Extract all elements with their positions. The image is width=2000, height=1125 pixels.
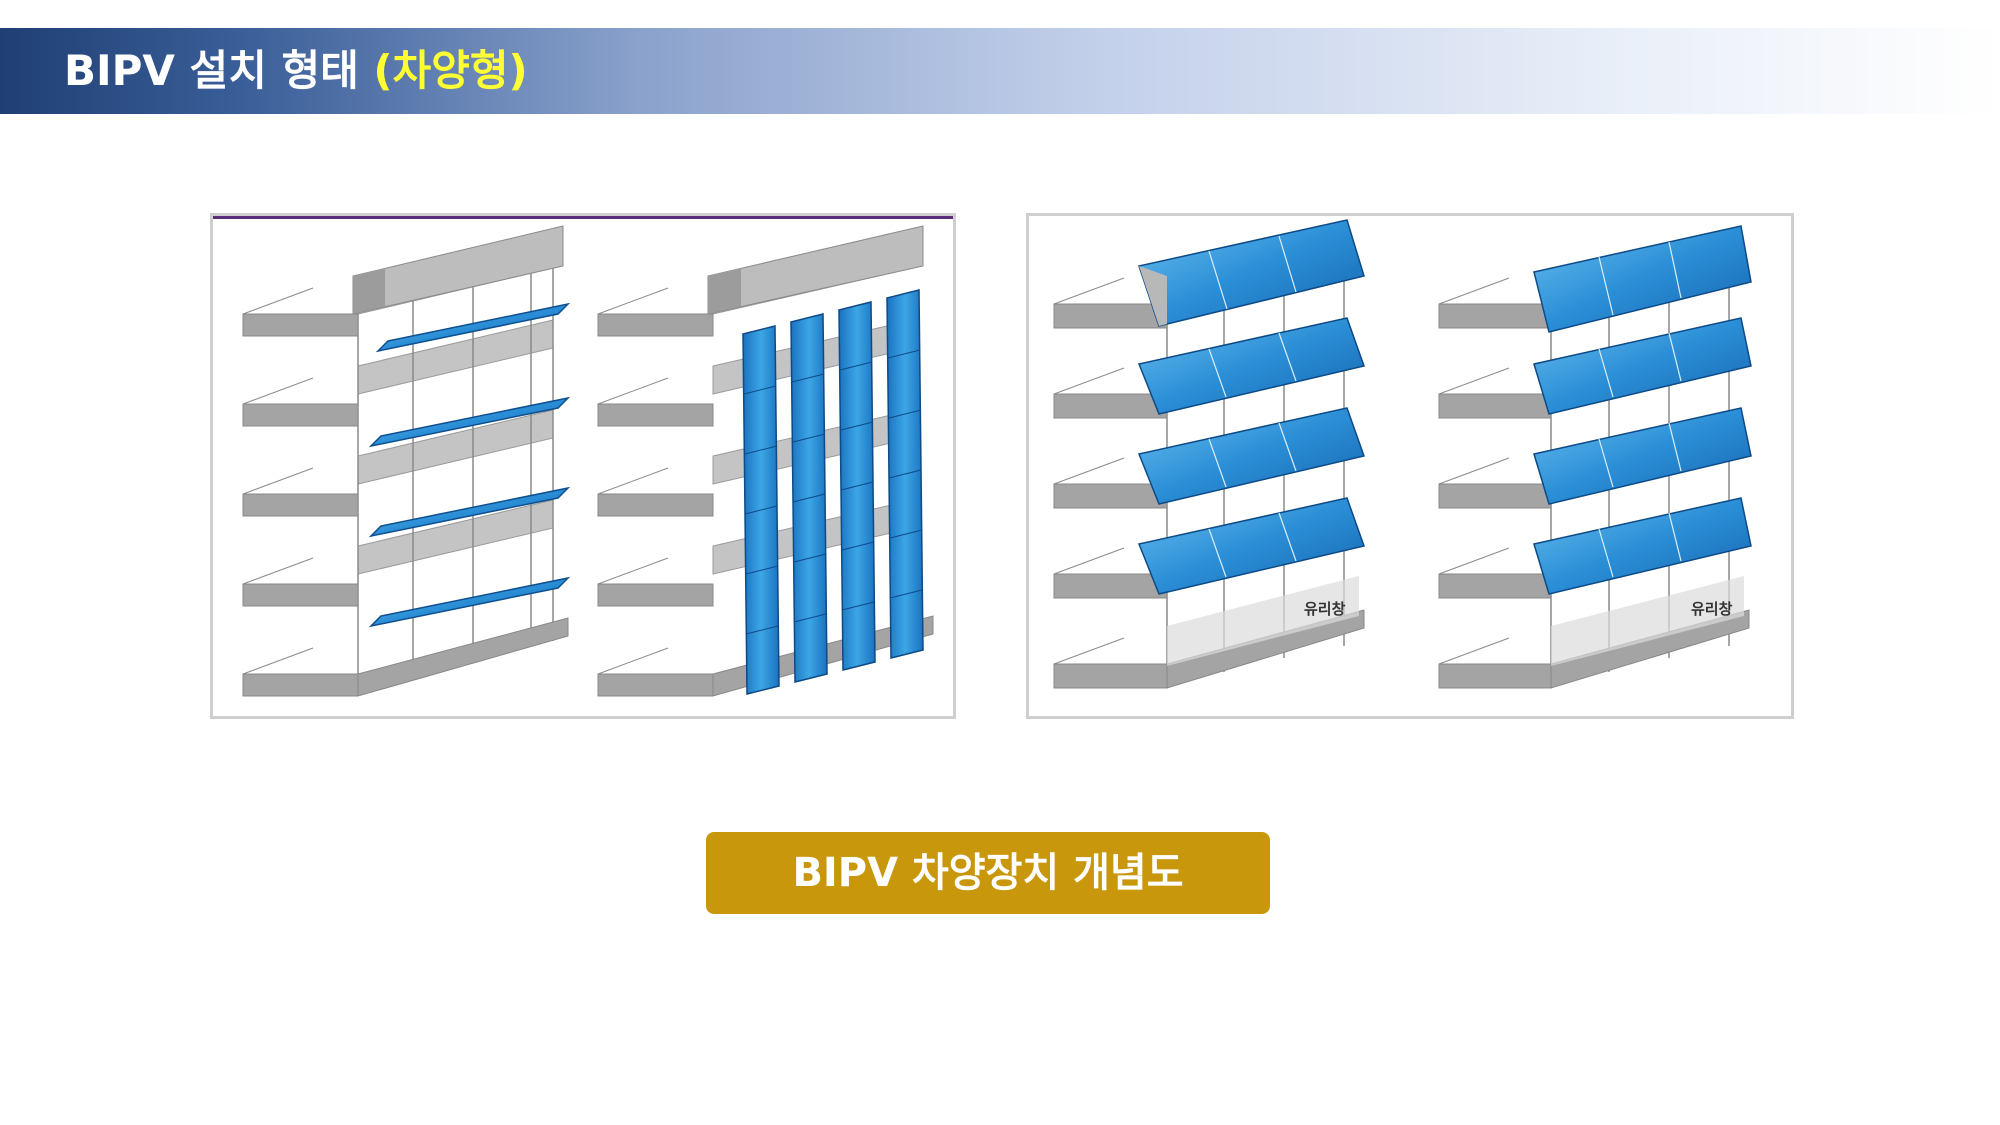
building-horizontal-shelves: [242, 225, 571, 697]
figure-left-panel: [210, 213, 956, 719]
building-louver-left: 유리창: [1053, 219, 1365, 689]
window-label-1: 유리창: [1304, 600, 1346, 618]
title-accent: (차양형): [373, 46, 528, 95]
title-bar: BIPV 설치 형태 (차양형): [0, 28, 2000, 114]
page-title: BIPV 설치 형태 (차양형): [64, 28, 528, 114]
shading-diagram-left: [242, 225, 934, 697]
panel-top-line: [213, 216, 953, 219]
figure-right-panel: 유리창: [1026, 213, 1794, 719]
shading-diagram-right: 유리창: [1053, 219, 1752, 689]
building-vertical-fins: [597, 225, 934, 697]
caption-badge: BIPV 차양장치 개념도: [706, 832, 1270, 914]
building-louver-right: 유리창: [1438, 225, 1752, 689]
title-main: BIPV 설치 형태: [64, 46, 374, 95]
window-label-2: 유리창: [1691, 600, 1733, 618]
